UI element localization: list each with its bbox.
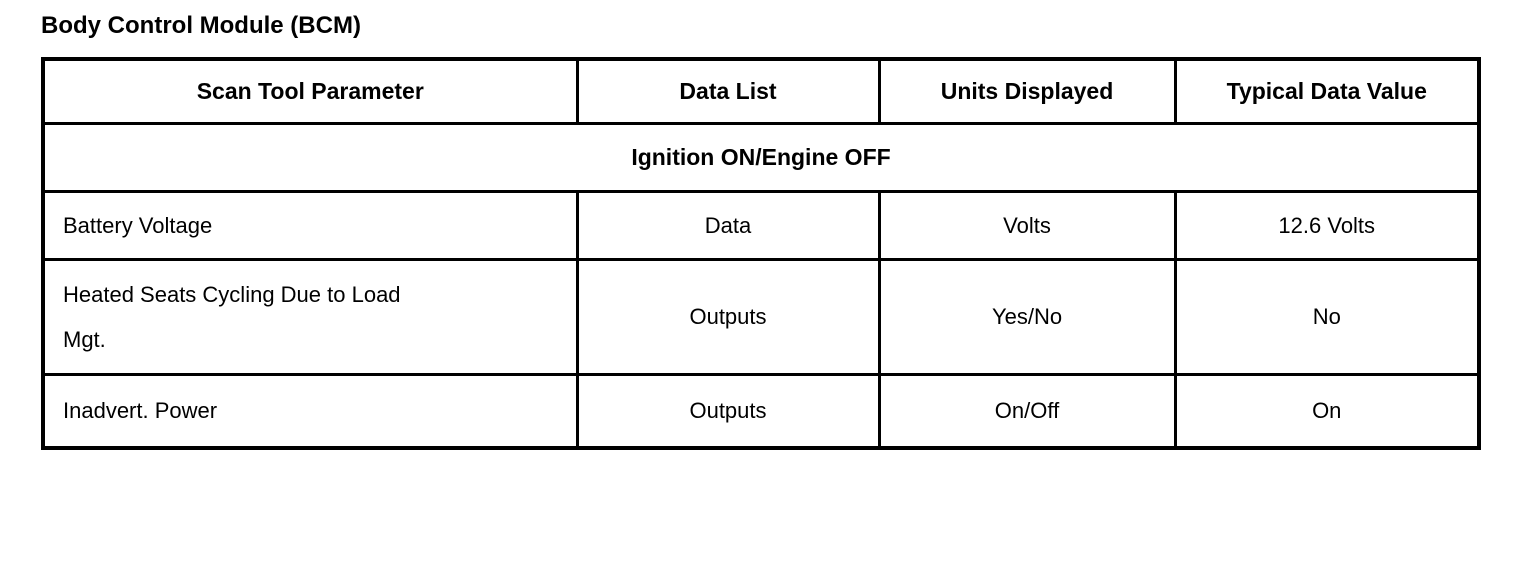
header-cell-data-list: Data List	[575, 57, 881, 125]
table-header-row: Scan Tool Parameter Data List Units Disp…	[41, 57, 1481, 125]
cell-scan-tool-parameter: Battery Voltage	[41, 190, 579, 261]
cell-typical-data-value: No	[1173, 258, 1481, 376]
cell-data-list: Data	[575, 190, 881, 261]
cell-units-displayed: Yes/No	[877, 258, 1177, 376]
table-row: Battery Voltage Data Volts 12.6 Volts	[41, 190, 1481, 261]
table-row: Heated Seats Cycling Due to Load Mgt. Ou…	[41, 258, 1481, 376]
page-title: Body Control Module (BCM)	[41, 12, 361, 39]
cell-data-list: Outputs	[575, 258, 881, 376]
cell-typical-data-value: On	[1173, 373, 1481, 450]
cell-units-displayed: On/Off	[877, 373, 1177, 450]
section-header-row: Ignition ON/Engine OFF	[41, 122, 1481, 193]
header-cell-units-displayed: Units Displayed	[877, 57, 1177, 125]
section-header-cell: Ignition ON/Engine OFF	[41, 122, 1481, 193]
cell-units-displayed: Volts	[877, 190, 1177, 261]
bcm-data-table: Scan Tool Parameter Data List Units Disp…	[41, 57, 1481, 450]
cell-data-list: Outputs	[575, 373, 881, 450]
cell-scan-tool-parameter: Heated Seats Cycling Due to Load Mgt.	[41, 258, 579, 376]
cell-scan-tool-parameter: Inadvert. Power	[41, 373, 579, 450]
header-cell-scan-tool-parameter: Scan Tool Parameter	[41, 57, 579, 125]
table-row: Inadvert. Power Outputs On/Off On	[41, 373, 1481, 450]
cell-typical-data-value: 12.6 Volts	[1173, 190, 1481, 261]
header-cell-typical-data-value: Typical Data Value	[1173, 57, 1481, 125]
